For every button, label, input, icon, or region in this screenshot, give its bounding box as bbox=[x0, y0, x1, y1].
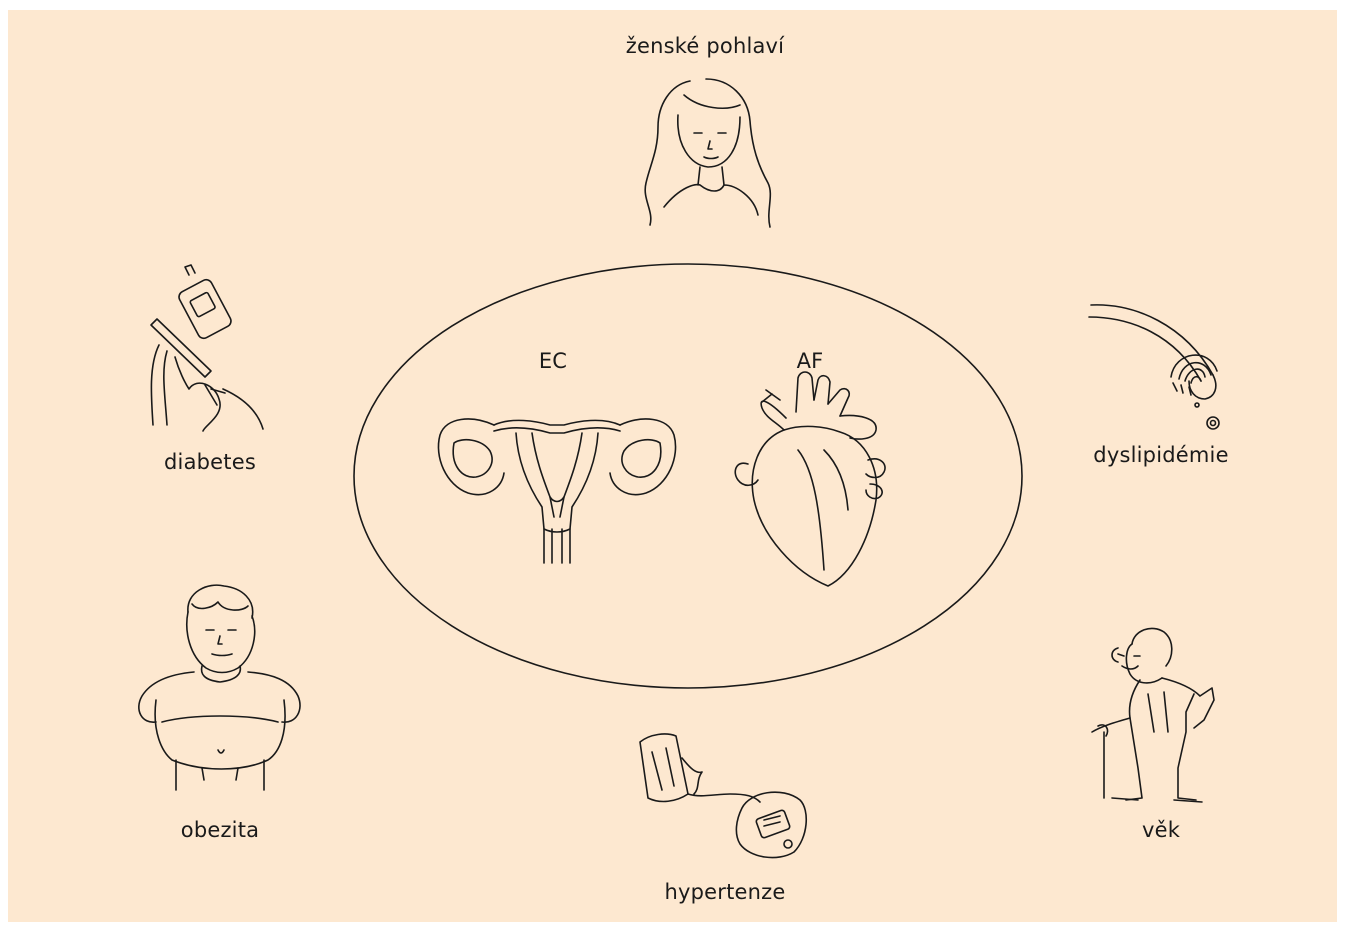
woman-icon bbox=[640, 75, 780, 235]
ec-label: EC bbox=[539, 349, 567, 373]
factor-label-vek: věk bbox=[1142, 818, 1180, 842]
artery-plaque-icon bbox=[1085, 295, 1235, 435]
uterus-icon bbox=[432, 395, 682, 570]
blood-pressure-monitor-icon bbox=[630, 728, 815, 863]
factor-label-diabetes: diabetes bbox=[164, 450, 256, 474]
factor-label-zenske-pohlavi: ženské pohlaví bbox=[626, 34, 784, 58]
heart-icon bbox=[728, 360, 898, 600]
elderly-man-icon bbox=[1082, 622, 1227, 807]
factor-label-dyslipidemie: dyslipidémie bbox=[1093, 443, 1228, 467]
glucometer-icon bbox=[145, 265, 275, 440]
factor-label-hypertenze: hypertenze bbox=[664, 880, 785, 904]
obese-person-icon bbox=[132, 582, 307, 792]
factor-label-obezita: obezita bbox=[181, 818, 259, 842]
